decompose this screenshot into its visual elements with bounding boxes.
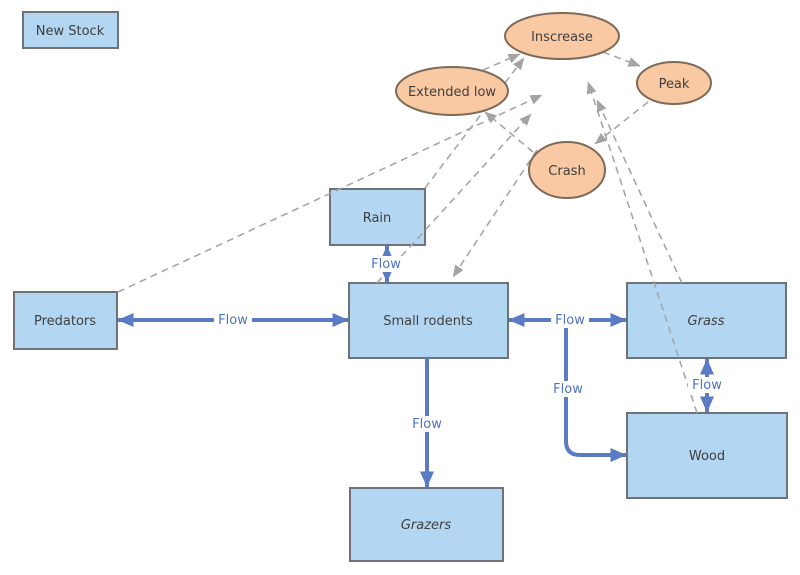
- node-grazers[interactable]: Grazers: [349, 487, 504, 562]
- relation-grass-to-cycle[interactable]: [596, 99, 683, 284]
- node-grazers-label: Grazers: [401, 518, 452, 533]
- node-rain-label: Rain: [363, 211, 392, 226]
- relation-crash-to-extended-low[interactable]: [484, 111, 534, 153]
- flow-label-small-rodents-grazers: Flow: [408, 416, 446, 432]
- relation-extended-low-to-inscrease[interactable]: [482, 53, 521, 71]
- relation-wood-to-cycle[interactable]: [586, 81, 698, 414]
- node-grass-label: Grass: [688, 314, 725, 329]
- node-wood-label: Wood: [689, 449, 725, 464]
- svg-text:Flow: Flow: [412, 417, 442, 432]
- node-inscrease[interactable]: Inscrease: [504, 12, 620, 60]
- node-small-rodents[interactable]: Small rodents: [348, 282, 509, 359]
- svg-text:Flow: Flow: [692, 378, 722, 393]
- node-new-stock-label: New Stock: [36, 24, 105, 39]
- node-wood[interactable]: Wood: [626, 412, 788, 499]
- relation-small-rodents-to-cycle[interactable]: [376, 113, 532, 284]
- node-extended-low[interactable]: Extended low: [395, 66, 509, 116]
- relation-peak-to-crash[interactable]: [594, 101, 649, 145]
- relation-inscrease-to-peak[interactable]: [602, 51, 641, 67]
- node-small-rodents-label: Small rodents: [383, 314, 473, 329]
- node-new-stock[interactable]: New Stock: [22, 11, 119, 49]
- flow-label-rain-small-rodents: Flow: [367, 256, 405, 272]
- node-crash[interactable]: Crash: [528, 141, 606, 199]
- relation-rain-to-inscrease[interactable]: [424, 57, 525, 189]
- node-peak[interactable]: Peak: [636, 61, 712, 105]
- relation-predators-to-cycle[interactable]: [117, 94, 543, 293]
- svg-text:Flow: Flow: [553, 382, 583, 397]
- node-predators-label: Predators: [34, 314, 96, 329]
- node-grass[interactable]: Grass: [626, 282, 787, 359]
- node-peak-label: Peak: [659, 77, 690, 92]
- node-rain[interactable]: Rain: [329, 188, 426, 246]
- flow-label-predators-small-rodents: Flow: [214, 312, 252, 328]
- flow-label-small-rodents-wood: Flow: [549, 381, 587, 397]
- flow-label-grass-wood: Flow: [688, 377, 726, 393]
- node-predators[interactable]: Predators: [13, 291, 118, 350]
- node-extended-low-label: Extended low: [408, 85, 496, 100]
- svg-text:Flow: Flow: [371, 257, 401, 272]
- svg-text:Flow: Flow: [218, 313, 248, 328]
- relation-crash-to-small-rodents[interactable]: [452, 149, 538, 278]
- node-crash-label: Crash: [548, 164, 585, 179]
- node-inscrease-label: Inscrease: [531, 30, 593, 45]
- flow-small-rodents-wood[interactable]: [564, 322, 627, 462]
- svg-text:Flow: Flow: [555, 313, 585, 328]
- flow-label-small-rodents-grass: Flow: [551, 312, 589, 328]
